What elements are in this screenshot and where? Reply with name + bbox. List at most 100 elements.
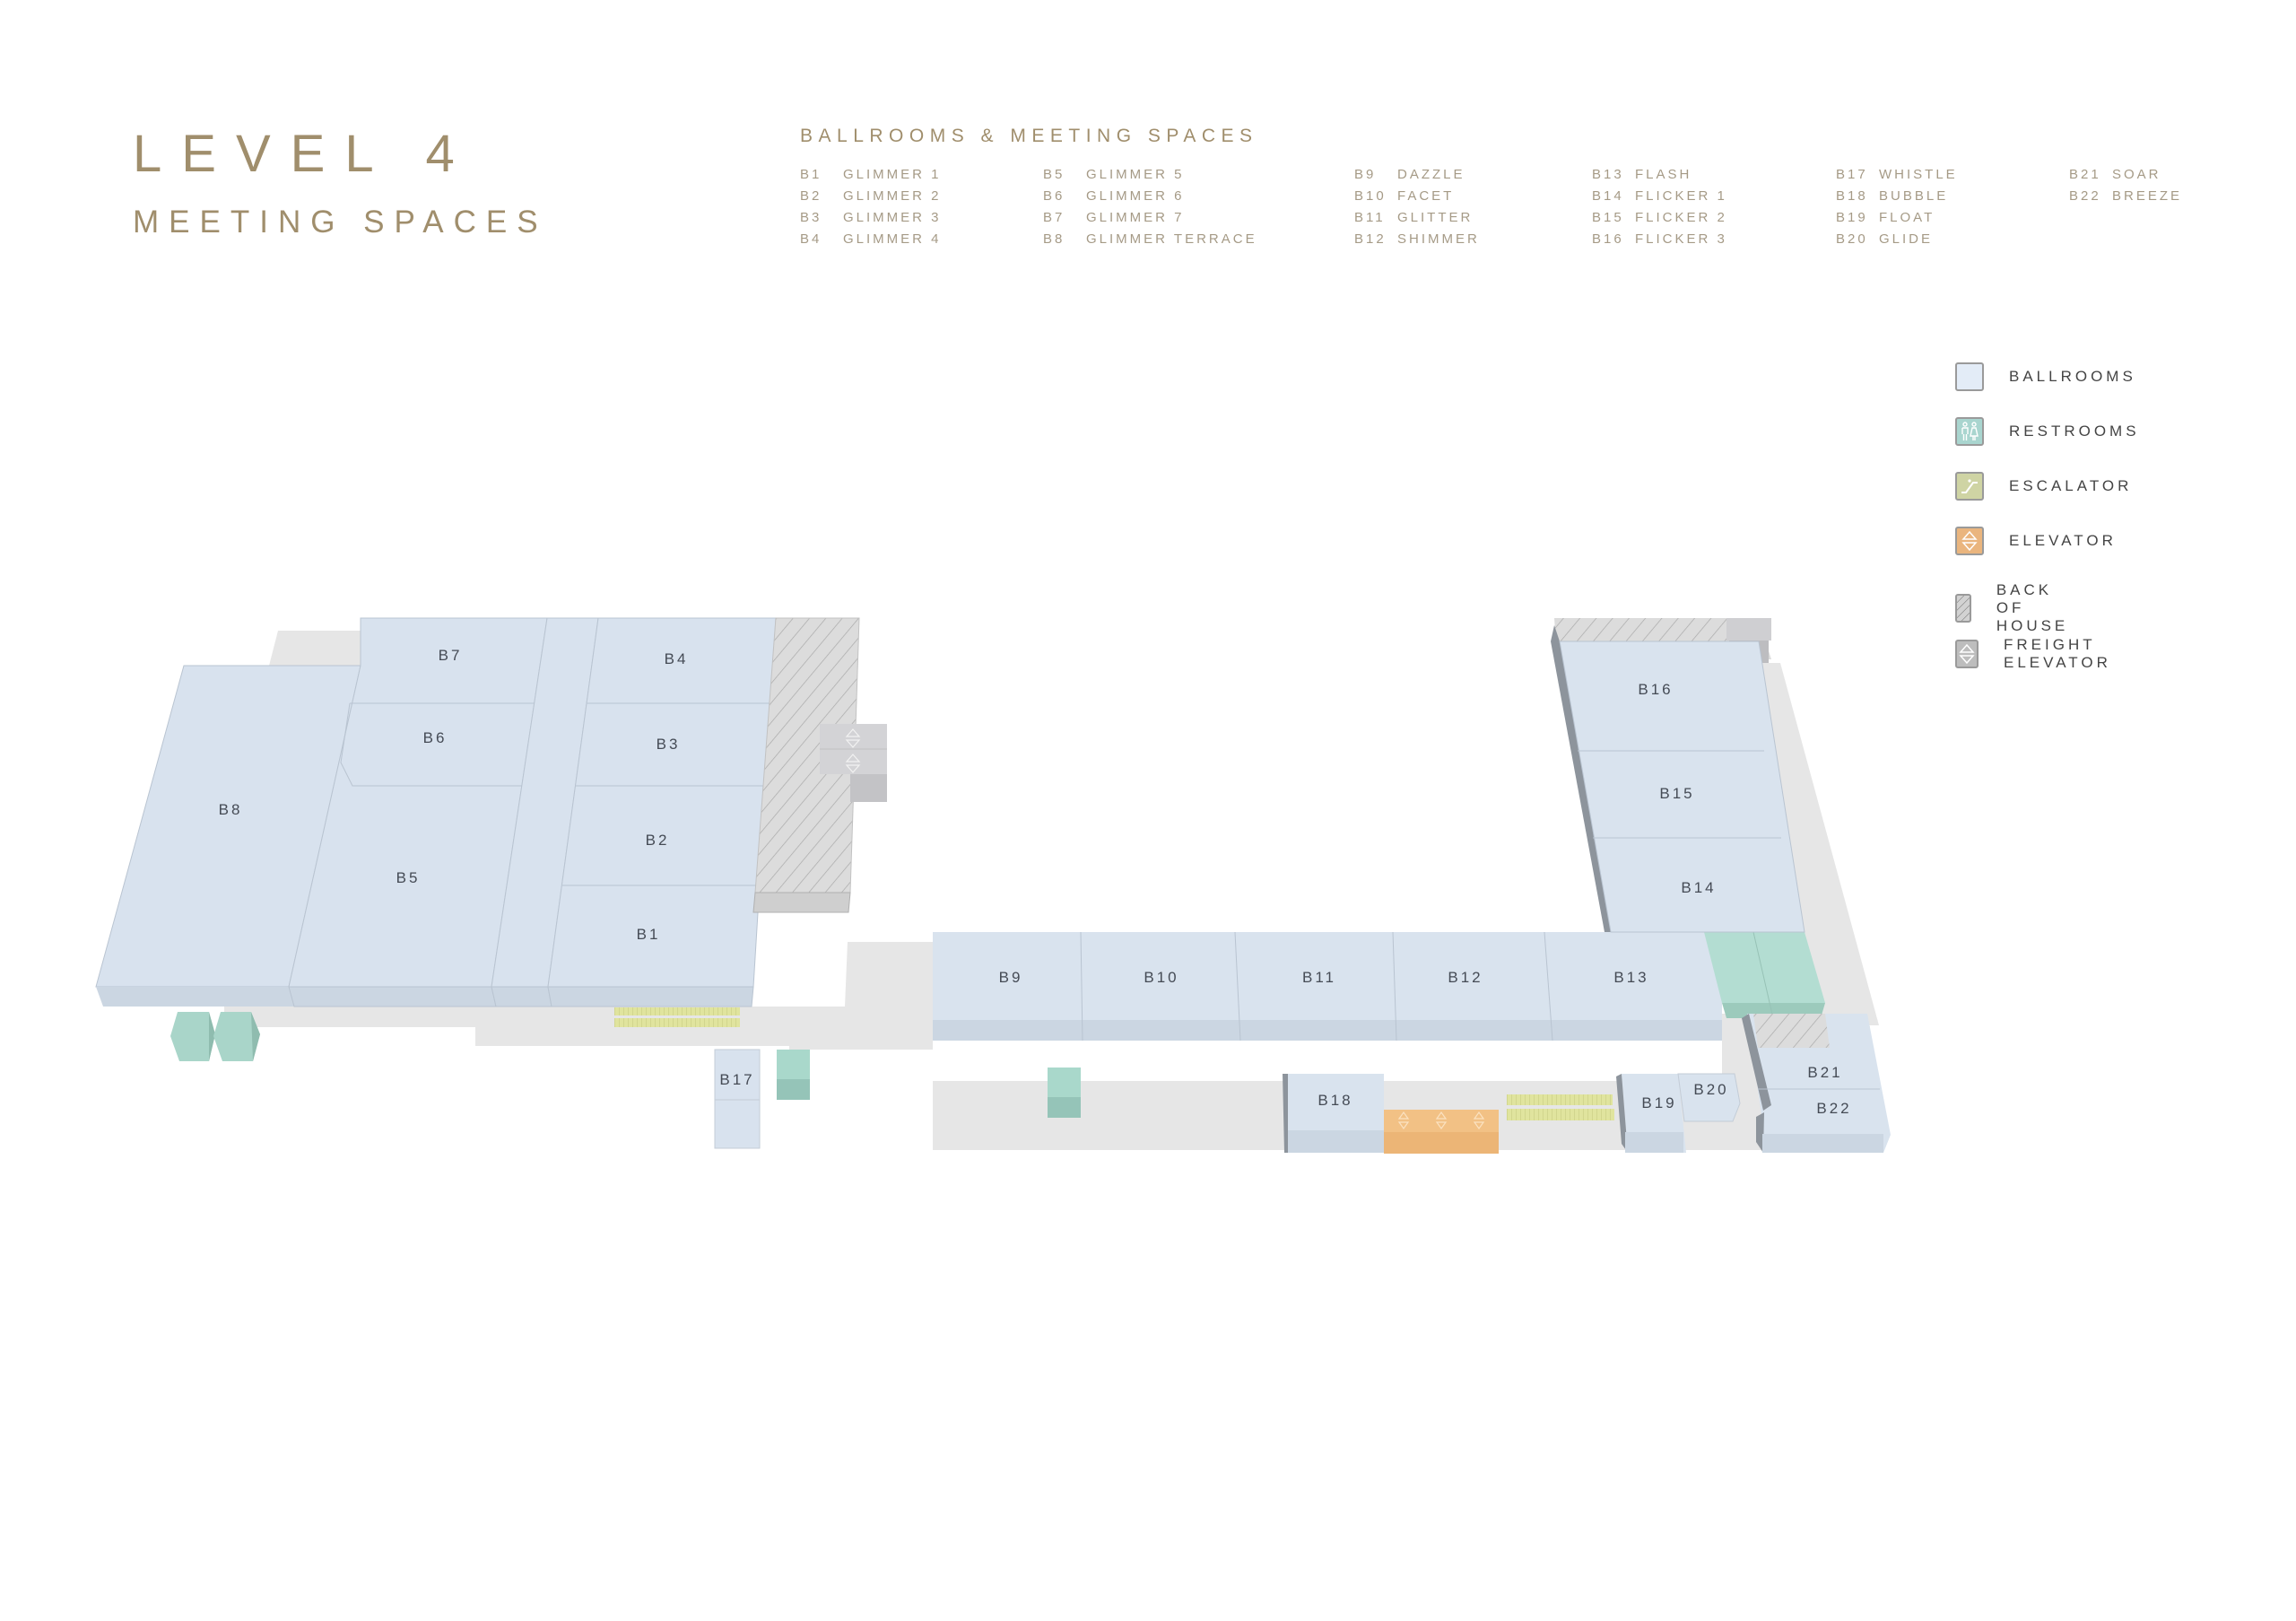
room-label-b13[interactable]: B13 xyxy=(1613,969,1649,986)
escalator-icon xyxy=(1507,1109,1614,1120)
middle-row xyxy=(933,931,1825,1041)
room-label-b8[interactable]: B8 xyxy=(218,801,243,818)
room-name: FLICKER 2 xyxy=(1635,210,1727,225)
freight-elevator-icon xyxy=(820,724,887,802)
room-code: B17 xyxy=(1836,167,1868,182)
room-code: B2 xyxy=(800,188,822,204)
room-label-b7[interactable]: B7 xyxy=(438,647,463,664)
directory-entry: B22 BREEZE xyxy=(2069,188,2182,210)
escalator-icon xyxy=(614,1018,740,1027)
elevator-icon xyxy=(1955,527,1984,555)
room-name: DAZZLE xyxy=(1397,167,1465,182)
directory-entry: B10 FACET xyxy=(1354,188,1480,210)
room-label-b20[interactable]: B20 xyxy=(1693,1081,1729,1098)
directory-column: B21 SOAR B22 BREEZE xyxy=(2069,167,2182,210)
room-label-b17[interactable]: B17 xyxy=(719,1071,755,1088)
right-wing xyxy=(1551,618,1805,933)
room-label-b18[interactable]: B18 xyxy=(1318,1092,1353,1109)
level-title: LEVEL 4 xyxy=(133,125,474,183)
directory-entry: B14 FLICKER 1 xyxy=(1592,188,1727,210)
room-name: GLIMMER 7 xyxy=(1086,210,1185,225)
legend-label: ELEVATOR xyxy=(2009,532,2117,549)
room-name: BUBBLE xyxy=(1879,188,1949,204)
room-name: BREEZE xyxy=(2112,188,2183,204)
directory-entry: B9 DAZZLE xyxy=(1354,167,1480,188)
room-code: B14 xyxy=(1592,188,1624,204)
room-name: GLIDE xyxy=(1879,231,1934,247)
room-label-b5[interactable]: B5 xyxy=(396,869,421,886)
room-code: B22 xyxy=(2069,188,2101,204)
room-label-b3[interactable]: B3 xyxy=(656,736,681,753)
directory-entry: B15 FLICKER 2 xyxy=(1592,210,1727,231)
room-label-b16[interactable]: B16 xyxy=(1638,681,1674,698)
room-label-b14[interactable]: B14 xyxy=(1681,879,1717,896)
room-label-b11[interactable]: B11 xyxy=(1302,969,1336,986)
legend-label: BALLROOMS xyxy=(2009,368,2136,385)
room-label-b10[interactable]: B10 xyxy=(1144,969,1179,986)
bottom-right xyxy=(1283,1014,1891,1154)
restroom-icon xyxy=(170,1012,260,1061)
room-b17[interactable] xyxy=(714,1049,761,1149)
room-label-b4[interactable]: B4 xyxy=(664,650,689,667)
room-name: SOAR xyxy=(2112,167,2161,182)
room-code: B15 xyxy=(1592,210,1624,225)
room-code: B21 xyxy=(2069,167,2101,182)
room-code: B20 xyxy=(1836,231,1868,247)
legend-item-ballrooms: BALLROOMS xyxy=(1955,362,2136,391)
legend-label: RESTROOMS xyxy=(2009,423,2140,440)
room-name: GLIMMER 4 xyxy=(843,231,942,247)
room-code: B11 xyxy=(1354,210,1386,225)
escalator-icon xyxy=(1507,1094,1613,1105)
room-code: B12 xyxy=(1354,231,1387,247)
room-label-b22[interactable]: B22 xyxy=(1816,1100,1852,1117)
room-code: B9 xyxy=(1354,167,1377,182)
room-label-b6[interactable]: B6 xyxy=(422,729,448,746)
room-name: GLIMMER 5 xyxy=(1086,167,1185,182)
room-code: B10 xyxy=(1354,188,1387,204)
room-code: B7 xyxy=(1043,210,1065,225)
room-label-b19[interactable]: B19 xyxy=(1641,1094,1677,1111)
room-label-b15[interactable]: B15 xyxy=(1659,785,1695,802)
legend-item-back-of-house: BACK OF HOUSE xyxy=(1955,581,2081,635)
room-label-b2[interactable]: B2 xyxy=(645,832,670,849)
directory-heading: BALLROOMS & MEETING SPACES xyxy=(800,126,1258,146)
room-label-b9[interactable]: B9 xyxy=(998,969,1023,986)
room-code: B4 xyxy=(800,231,822,247)
room-name: FLICKER 3 xyxy=(1635,231,1727,247)
freight-elevator-icon xyxy=(1955,640,1979,668)
legend-item-escalator: ESCALATOR xyxy=(1955,472,2132,501)
restroom-icon xyxy=(1704,932,1825,1003)
directory-entry: B20 GLIDE xyxy=(1836,231,1958,253)
room-name: FACET xyxy=(1397,188,1455,204)
room-name: FLICKER 1 xyxy=(1635,188,1727,204)
legend-label: BACK OF HOUSE xyxy=(1996,581,2069,634)
room-name: GLIMMER TERRACE xyxy=(1086,231,1257,247)
room-label-b1[interactable]: B1 xyxy=(636,926,661,943)
room-name: FLASH xyxy=(1635,167,1692,182)
room-label-b12[interactable]: B12 xyxy=(1448,969,1483,986)
room-label-b21[interactable]: B21 xyxy=(1807,1064,1843,1081)
ballroom-swatch-icon xyxy=(1955,362,1984,391)
escalator-icon xyxy=(1955,472,1984,501)
legend-item-elevator: ELEVATOR xyxy=(1955,527,2117,555)
freight-elevator-icon xyxy=(1726,618,1771,641)
room-code: B16 xyxy=(1592,231,1624,247)
directory-entry: B4 GLIMMER 4 xyxy=(800,231,942,253)
